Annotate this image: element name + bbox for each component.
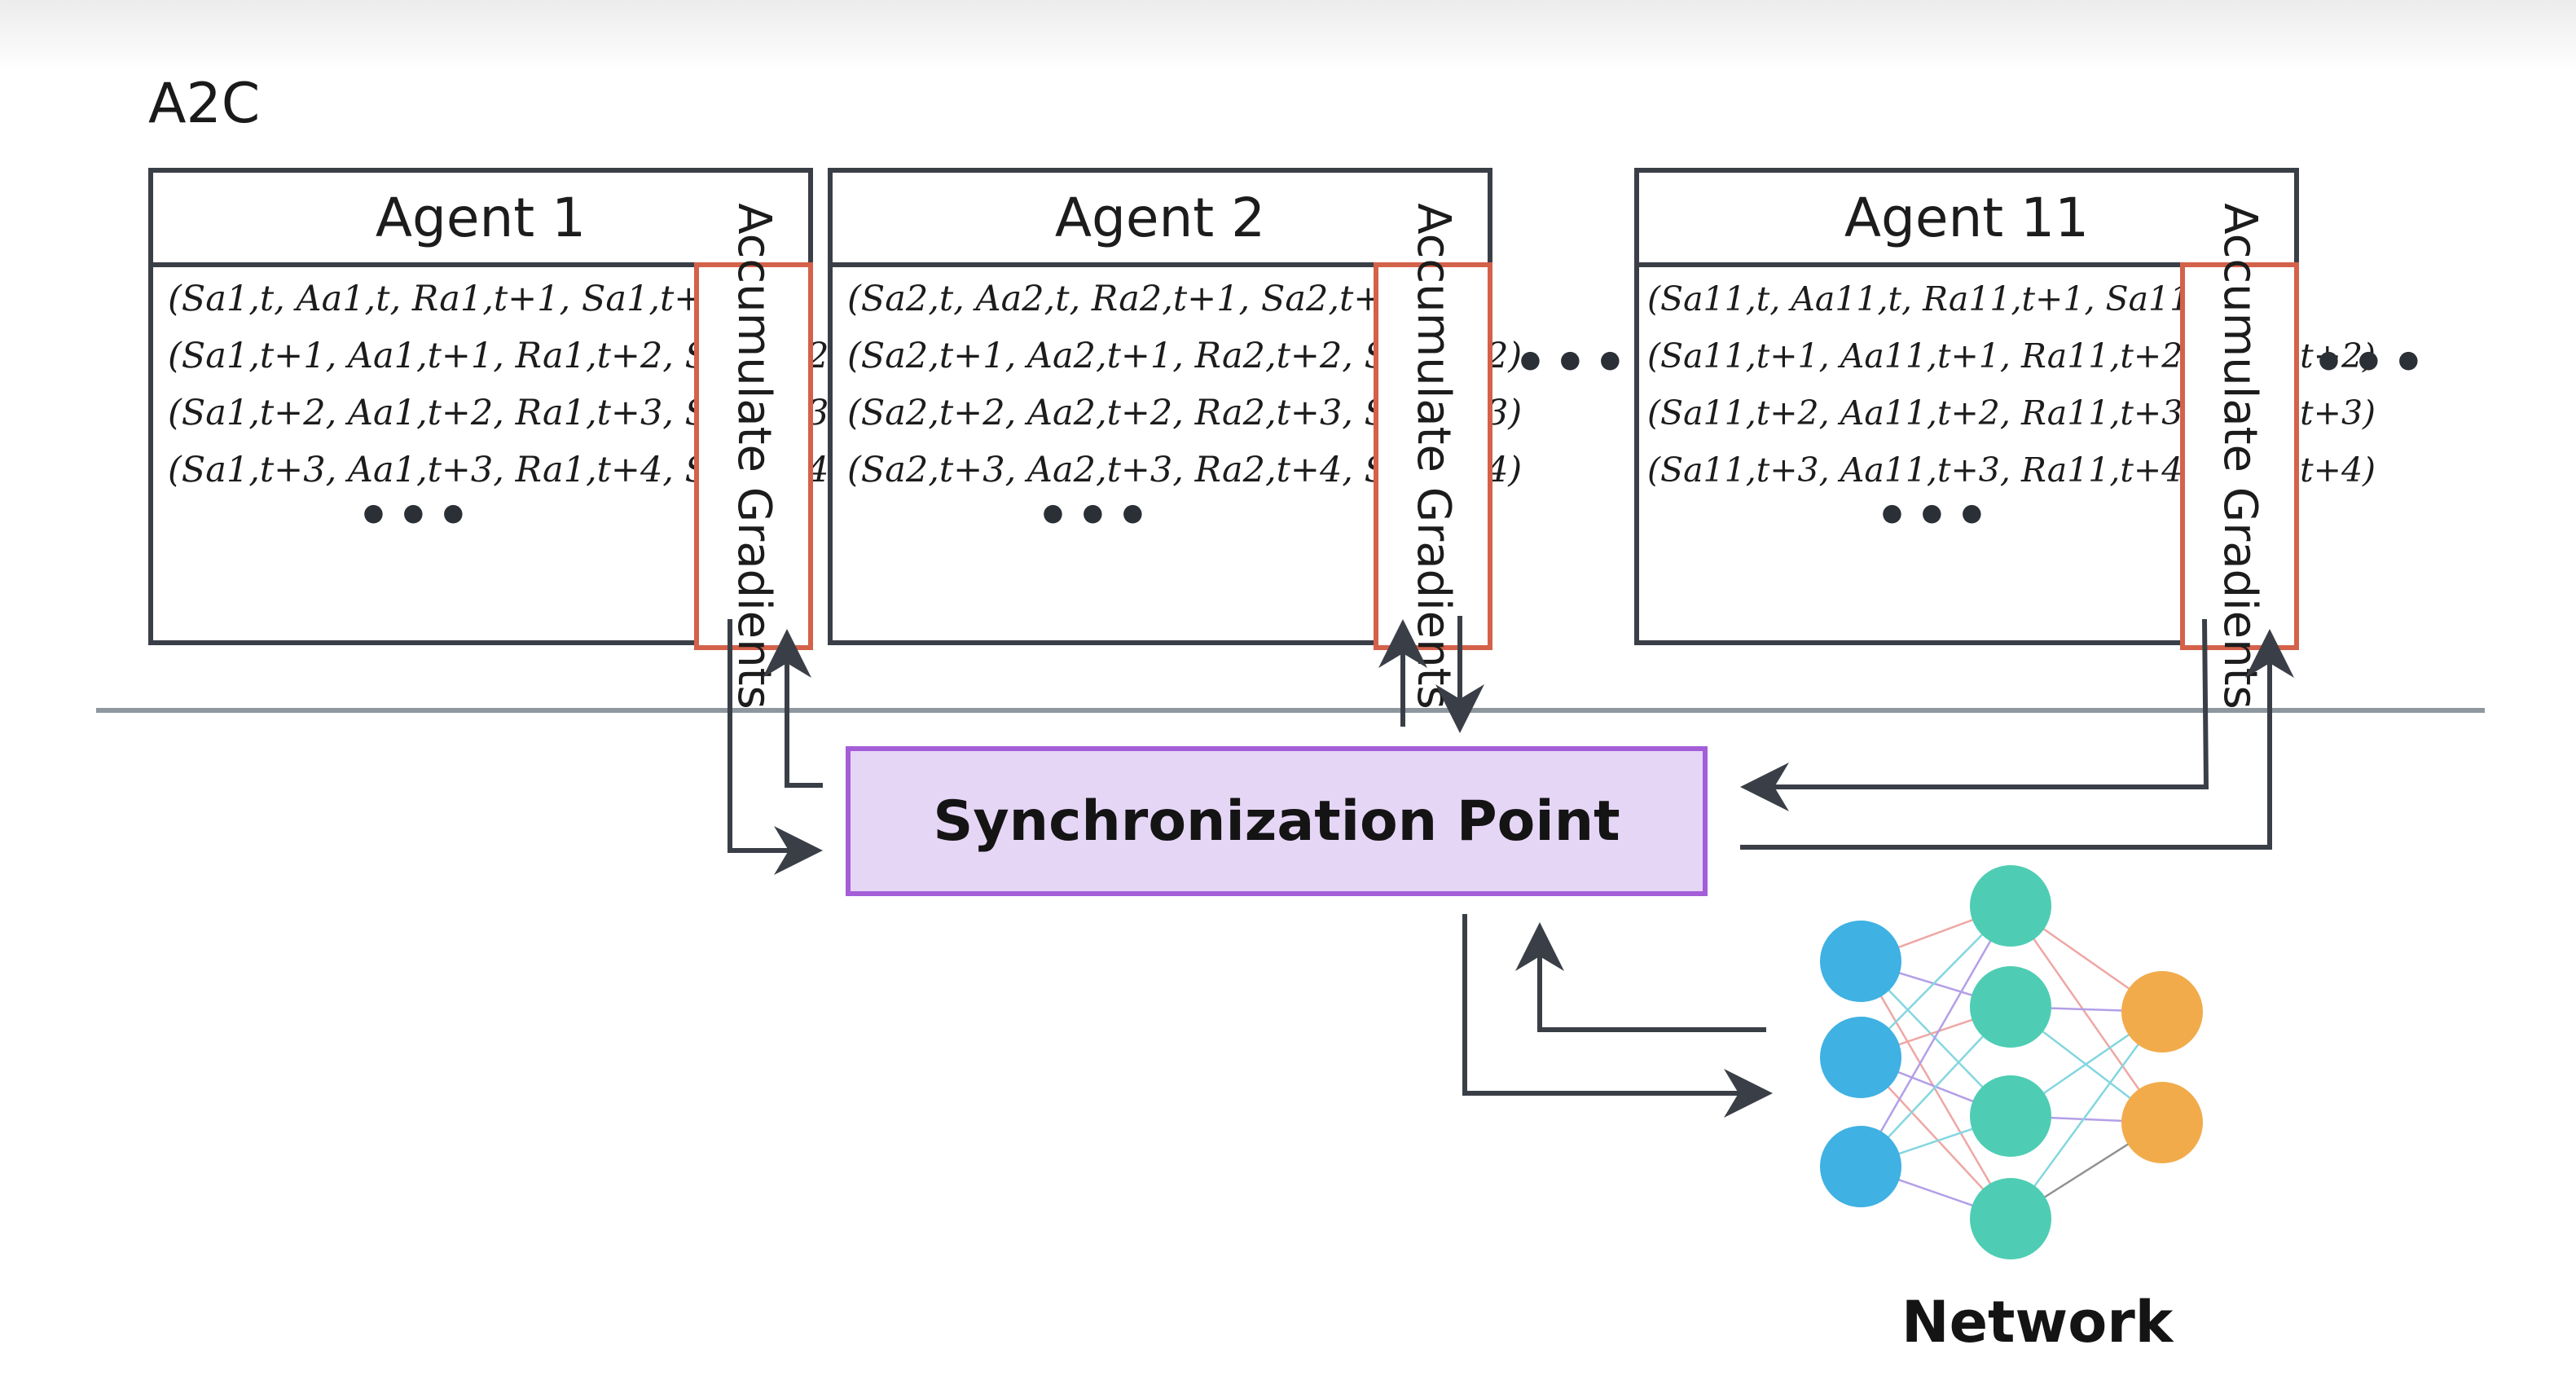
agent-11-panel: Agent 11 (Sa11,t, Aa11,t, Ra11,t+1, Sa11…: [1634, 168, 2376, 710]
trailing-ellipsis: •••: [2312, 333, 2432, 393]
agent-11-more-ellipsis: •••: [1875, 486, 1995, 547]
network-icon: [1820, 865, 2203, 1259]
network-label: Network: [1901, 1289, 2174, 1356]
hidden-node: [1970, 865, 2051, 947]
agent-2-title: Agent 2: [833, 173, 1488, 267]
sync-to-network-arrow: [1462, 914, 1773, 1118]
transition-row: (Sa11,t, Aa11,t, Ra11,t+1, Sa11,t+1): [1647, 279, 2278, 319]
agent-11-accumulate-gradients: Accumulate Gradients: [2180, 203, 2299, 710]
transition-row: (Sa1,t, Aa1,t, Ra1,t+1, Sa1,t+1): [168, 279, 740, 319]
agent-1-more-ellipsis: •••: [357, 486, 477, 547]
sync-to-agent-11-arrow: [1740, 629, 2294, 850]
agent-11-to-sync-arrow: [1740, 618, 2209, 811]
output-node: [2121, 971, 2203, 1053]
agent-1-accumulate-gradients: Accumulate Gradients: [694, 203, 813, 710]
synchronization-point-box: Synchronization Point: [846, 746, 1708, 896]
agent-2-more-ellipsis: •••: [1036, 486, 1156, 547]
input-node: [1820, 1126, 1901, 1207]
agent-11-title: Agent 11: [1639, 173, 2294, 267]
agent-1-panel: Agent 1 (Sa1,t, Aa1,t, Ra1,t+1, Sa1,t+1)…: [148, 168, 842, 710]
agent-2-panel: Agent 2 (Sa2,t, Aa2,t, Ra2,t+1, Sa2,t+1)…: [828, 168, 1522, 710]
sync-to-agent-1-arrow: [763, 629, 823, 788]
input-node: [1820, 921, 1901, 1002]
transition-row: (Sa2,t, Aa2,t, Ra2,t+1, Sa2,t+1): [847, 279, 1419, 319]
hidden-node: [1970, 1075, 2051, 1157]
diagram-title: A2C: [148, 72, 261, 136]
agent-1-to-sync-arrow: [728, 619, 823, 875]
input-node: [1820, 1017, 1901, 1098]
agent-1-title: Agent 1: [153, 173, 808, 267]
agent-2-accumulate-gradients: Accumulate Gradients: [1374, 203, 1492, 710]
more-agents-ellipsis: •••: [1514, 333, 1633, 393]
hidden-node: [1970, 966, 2051, 1048]
output-node: [2121, 1082, 2203, 1163]
network-to-sync-arrow: [1515, 922, 1766, 1032]
hidden-node: [1970, 1178, 2051, 1259]
